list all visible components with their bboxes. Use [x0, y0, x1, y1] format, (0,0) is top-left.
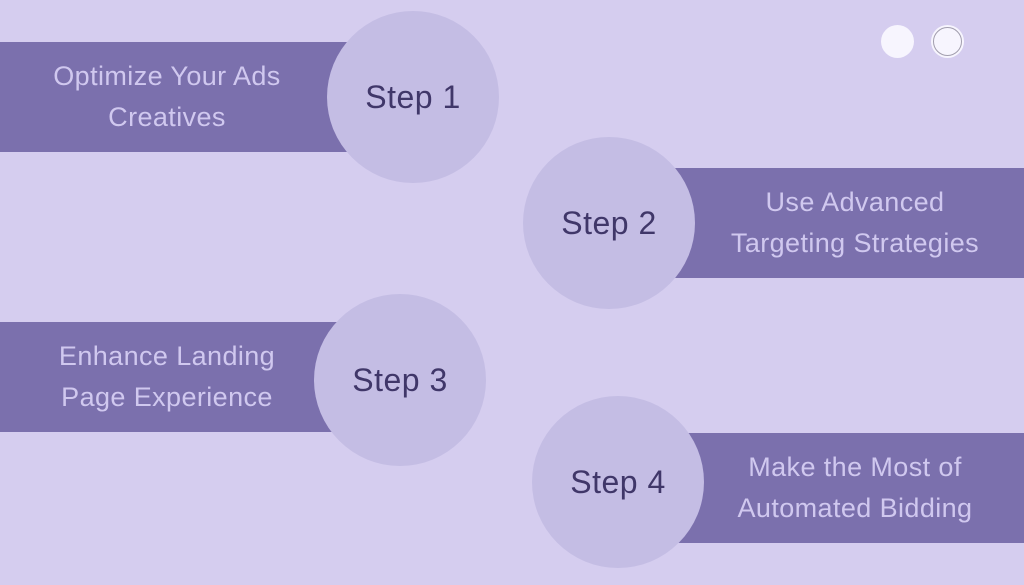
step-2-title: Use Advanced Targeting Strategies	[688, 182, 1022, 264]
carousel-dot-outlined[interactable]	[931, 25, 964, 58]
step-2-circle: Step 2	[523, 137, 695, 309]
step-4-circle: Step 4	[532, 396, 704, 568]
step-3-circle: Step 3	[314, 294, 486, 466]
step-3-label: Step 3	[352, 361, 448, 398]
step-3-title-line-1: Enhance Landing	[58, 341, 276, 371]
step-2-label: Step 2	[561, 204, 657, 241]
step-4-title-line-1: Make the Most of	[748, 452, 962, 482]
step-1-title: Optimize Your Ads Creatives	[0, 56, 334, 138]
carousel-dot-filled[interactable]	[881, 25, 914, 58]
step-1-title-line-2: Creatives	[108, 102, 226, 132]
step-1-label: Step 1	[365, 78, 461, 115]
step-1-circle: Step 1	[327, 11, 499, 183]
step-2-title-line-1: Use Advanced	[765, 187, 945, 217]
step-4-title: Make the Most of Automated Bidding	[688, 447, 1022, 529]
carousel-dot-ring	[933, 27, 962, 56]
step-4-label: Step 4	[570, 463, 666, 500]
step-3-title: Enhance Landing Page Experience	[0, 336, 334, 418]
step-4-title-line-2: Automated Bidding	[737, 493, 973, 523]
step-2-title-line-2: Targeting Strategies	[730, 228, 980, 258]
step-1-title-line-1: Optimize Your Ads	[53, 61, 281, 91]
step-3-title-line-2: Page Experience	[61, 382, 273, 412]
